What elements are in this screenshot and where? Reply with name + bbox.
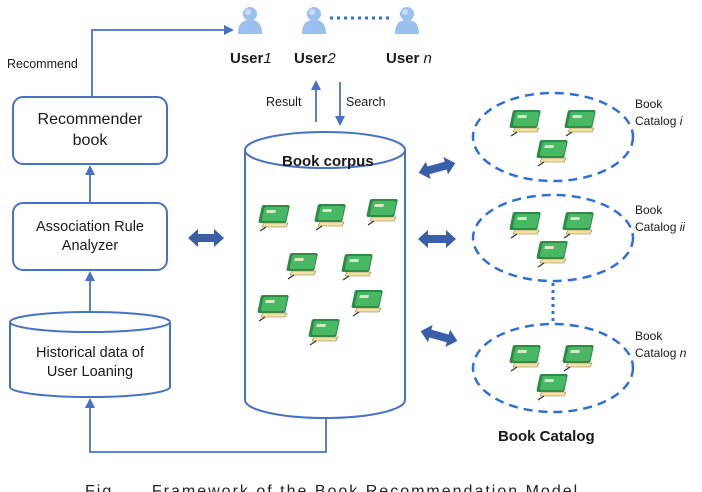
double-arrow-corpus-catalog-i <box>418 156 456 180</box>
catalog-books-n <box>508 344 595 401</box>
user-icon-2 <box>302 7 326 34</box>
search-label: Search <box>346 95 386 109</box>
historical-cylinder <box>9 311 171 398</box>
caption-crop: Fig. ... Framework of the Book Recommend… <box>0 480 702 492</box>
historical-box-label: Historical data of User Loaning <box>36 345 144 380</box>
user-n-label: User n <box>386 50 432 67</box>
user-icon-1 <box>238 7 262 34</box>
user-2-label: User2 <box>294 50 336 67</box>
corpus-to-history-arrow <box>85 398 327 453</box>
recommender-box <box>12 96 168 165</box>
catalog-ellipse-i <box>471 91 635 183</box>
recommender-box-label: Recommender book <box>37 110 143 149</box>
book-corpus-cylinder <box>244 131 406 419</box>
catalog-books-i <box>508 109 597 167</box>
double-arrow-corpus-catalog-ii <box>418 230 456 248</box>
recommend-arrow <box>91 25 234 96</box>
catalog-i-label: Book Catalog i <box>635 97 683 129</box>
user-1-label: User1 <box>230 50 272 67</box>
user-icon-n <box>395 7 419 34</box>
figure-caption: Fig. ... Framework of the Book Recommend… <box>85 483 580 492</box>
catalog-ellipse-ii <box>471 193 635 283</box>
catalog-ii-label: Book Catalog ii <box>635 203 686 235</box>
double-arrow-analyzer-corpus <box>188 229 224 247</box>
recommend-label: Recommend <box>7 57 78 71</box>
catalog-books-ii <box>508 211 595 268</box>
book-corpus-title: Book corpus <box>282 153 374 170</box>
double-arrow-corpus-catalog-n <box>420 324 458 348</box>
book-catalog-title: Book Catalog <box>498 428 595 445</box>
catalog-n-label: Book Catalog n <box>635 329 687 361</box>
association-box-label: Association Rule Analyzer <box>36 218 144 254</box>
catalog-ellipse-n <box>471 322 635 414</box>
result-label: Result <box>266 95 302 109</box>
